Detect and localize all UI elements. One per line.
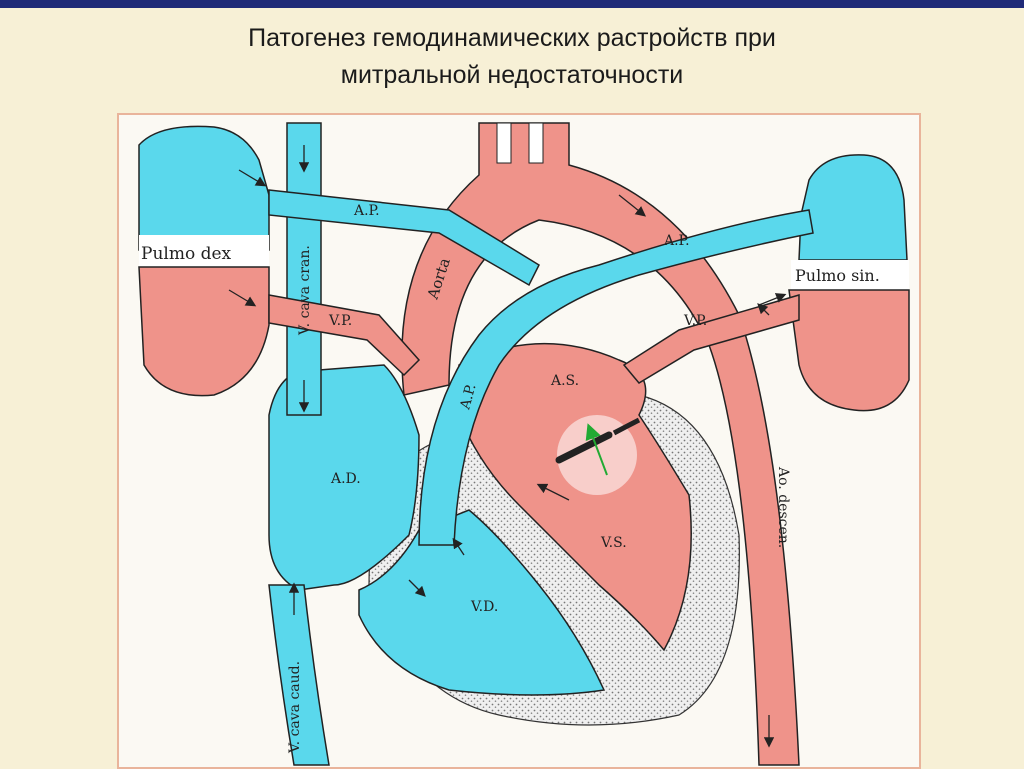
mitral-valve-leaflet — [555, 431, 613, 464]
heart-diagram: Pulmo dex Pulmo sin. A.P. A.P. A.P. Aort… — [138, 122, 910, 766]
heart-diagram-frame: Pulmo dex Pulmo sin. A.P. A.P. A.P. Aort… — [117, 113, 921, 769]
label-vd: V.D. — [470, 599, 498, 615]
v-p-left-vessel — [268, 294, 421, 377]
label-ap-center: A.P. — [457, 382, 479, 412]
slide-title: Патогенез гемодинамических растройств пр… — [0, 20, 1024, 94]
aorta-vessel — [401, 122, 800, 766]
label-ap-right: A.P. — [663, 233, 690, 249]
slide-top-bar — [0, 0, 1024, 8]
pulmo-dex — [138, 125, 270, 397]
title-line-2: митральной недостаточности — [340, 61, 684, 89]
flow-arrows — [228, 145, 787, 748]
pulmonary-artery-vessel — [418, 209, 814, 546]
pulmo-sin — [788, 154, 910, 412]
label-pulmo-sin: Pulmo sin. — [795, 266, 880, 285]
title-line-1: Патогенез гемодинамических растройств пр… — [248, 24, 776, 52]
v-p-right-vessel — [622, 294, 800, 384]
label-v-cava-caud: V. cava caud. — [287, 661, 303, 754]
pulmonary-artery-left-branch — [268, 189, 540, 287]
label-ao-descen: Ao. descen. — [775, 466, 791, 548]
label-v-cava-cran: V. cava cran. — [297, 245, 313, 336]
label-ap-top-left: A.P. — [353, 203, 380, 219]
label-ad: A.D. — [330, 471, 361, 487]
regurgitation-arrow — [585, 423, 608, 476]
label-vp-left: V.P. — [328, 313, 352, 329]
mitral-highlight — [557, 415, 637, 495]
label-vp-right: V.P. — [683, 313, 707, 329]
label-vs: V.S. — [600, 535, 627, 551]
label-pulmo-dex: Pulmo dex — [141, 244, 232, 264]
label-as: A.S. — [550, 373, 579, 389]
v-cava-caud-vessel — [268, 584, 330, 766]
